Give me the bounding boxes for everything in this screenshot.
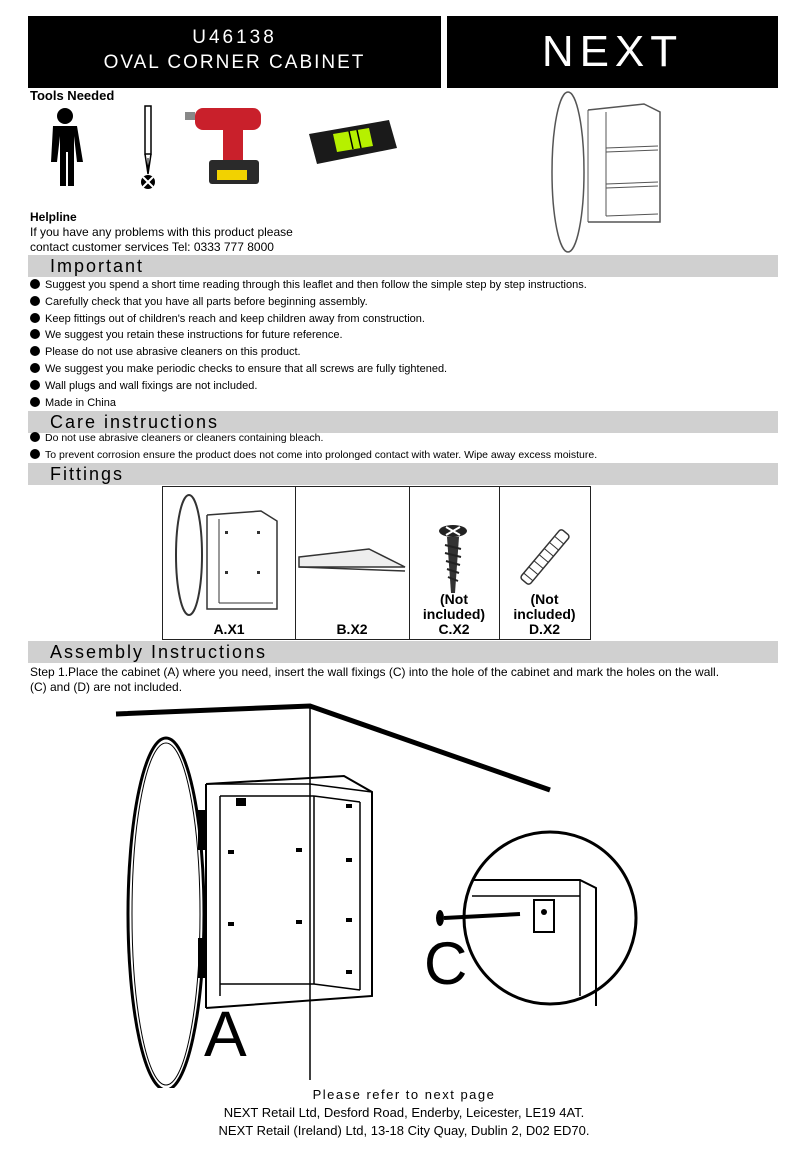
cabinet-illustration xyxy=(551,91,661,253)
fitting-label: B.X2 xyxy=(336,621,368,637)
cabinet-part-icon xyxy=(175,494,278,616)
assembly-title: Assembly Instructions xyxy=(50,642,268,662)
list-item: Carefully check that you have all parts … xyxy=(30,294,587,311)
address-uk: NEXT Retail Ltd, Desford Road, Enderby, … xyxy=(223,1105,585,1120)
important-title: Important xyxy=(50,256,145,276)
fitting-note: (Not included) xyxy=(422,591,486,622)
list-item: Keep fittings out of children's reach an… xyxy=(30,311,587,328)
important-header: Important xyxy=(28,255,778,277)
drill-icon xyxy=(185,108,261,184)
screw-part-icon xyxy=(439,525,467,593)
helpline-title: Helpline xyxy=(30,210,77,224)
fitting-d: (Not included) D.X2 xyxy=(499,487,590,639)
fittings-title: Fittings xyxy=(50,464,125,484)
product-code: U46138 xyxy=(192,27,277,48)
product-title-block: U46138 OVAL CORNER CABINET xyxy=(28,16,441,88)
fittings-header: Fittings xyxy=(28,463,778,485)
product-name: OVAL CORNER CABINET xyxy=(103,52,366,73)
fitting-note: (Not included) xyxy=(513,591,576,622)
list-item: Suggest you spend a short time reading t… xyxy=(30,277,587,294)
important-list: Suggest you spend a short time reading t… xyxy=(30,277,587,411)
step-1-text: Step 1.Place the cabinet (A) where you n… xyxy=(30,665,770,695)
label-c: C xyxy=(424,930,467,997)
fitting-b: B.X2 xyxy=(295,487,410,639)
fitting-label: C.X2 xyxy=(438,621,470,637)
care-title: Care instructions xyxy=(50,412,220,432)
helpline-text: If you have any problems with this produ… xyxy=(30,225,293,239)
care-header: Care instructions xyxy=(28,411,778,433)
step-1-line: Step 1.Place the cabinet (A) where you n… xyxy=(30,665,720,679)
step-1-note: (C) and (D) are not included. xyxy=(30,680,183,694)
label-a: A xyxy=(204,998,247,1070)
spirit-level-icon xyxy=(309,120,397,164)
fitting-a: A.X1 xyxy=(163,487,296,639)
shelf-part-icon xyxy=(298,548,406,572)
list-item: Wall plugs and wall fixings are not incl… xyxy=(30,378,587,395)
list-item: Made in China xyxy=(30,395,587,412)
helpline-phone: contact customer services Tel: 0333 777 … xyxy=(30,240,274,254)
list-item: We suggest you retain these instructions… xyxy=(30,327,587,344)
screwdriver-icon xyxy=(141,105,155,189)
tools-title: Tools Needed xyxy=(30,88,115,103)
fittings-table: A.X1 B.X2 (Not included) C.X2 (Not inclu… xyxy=(162,486,591,640)
assembly-header: Assembly Instructions xyxy=(28,641,778,663)
list-item: Please do not use abrasive cleaners on t… xyxy=(30,344,587,361)
refer-next-page: Please refer to next page xyxy=(312,1087,496,1102)
brand-logo: NEXT xyxy=(447,16,778,88)
fitting-label: A.X1 xyxy=(213,621,245,637)
list-item: We suggest you make periodic checks to e… xyxy=(30,361,587,378)
list-item: Do not use abrasive cleaners or cleaners… xyxy=(30,430,597,447)
fitting-c: (Not included) C.X2 xyxy=(409,487,500,639)
address-ireland: NEXT Retail (Ireland) Ltd, 13-18 City Qu… xyxy=(218,1123,590,1138)
care-list: Do not use abrasive cleaners or cleaners… xyxy=(30,430,597,463)
fitting-label: D.X2 xyxy=(528,621,561,637)
wall-plug-part-icon xyxy=(520,529,570,585)
list-item: To prevent corrosion ensure the product … xyxy=(30,447,597,464)
person-icon xyxy=(51,108,83,186)
assembly-diagram: A C xyxy=(115,703,638,1088)
